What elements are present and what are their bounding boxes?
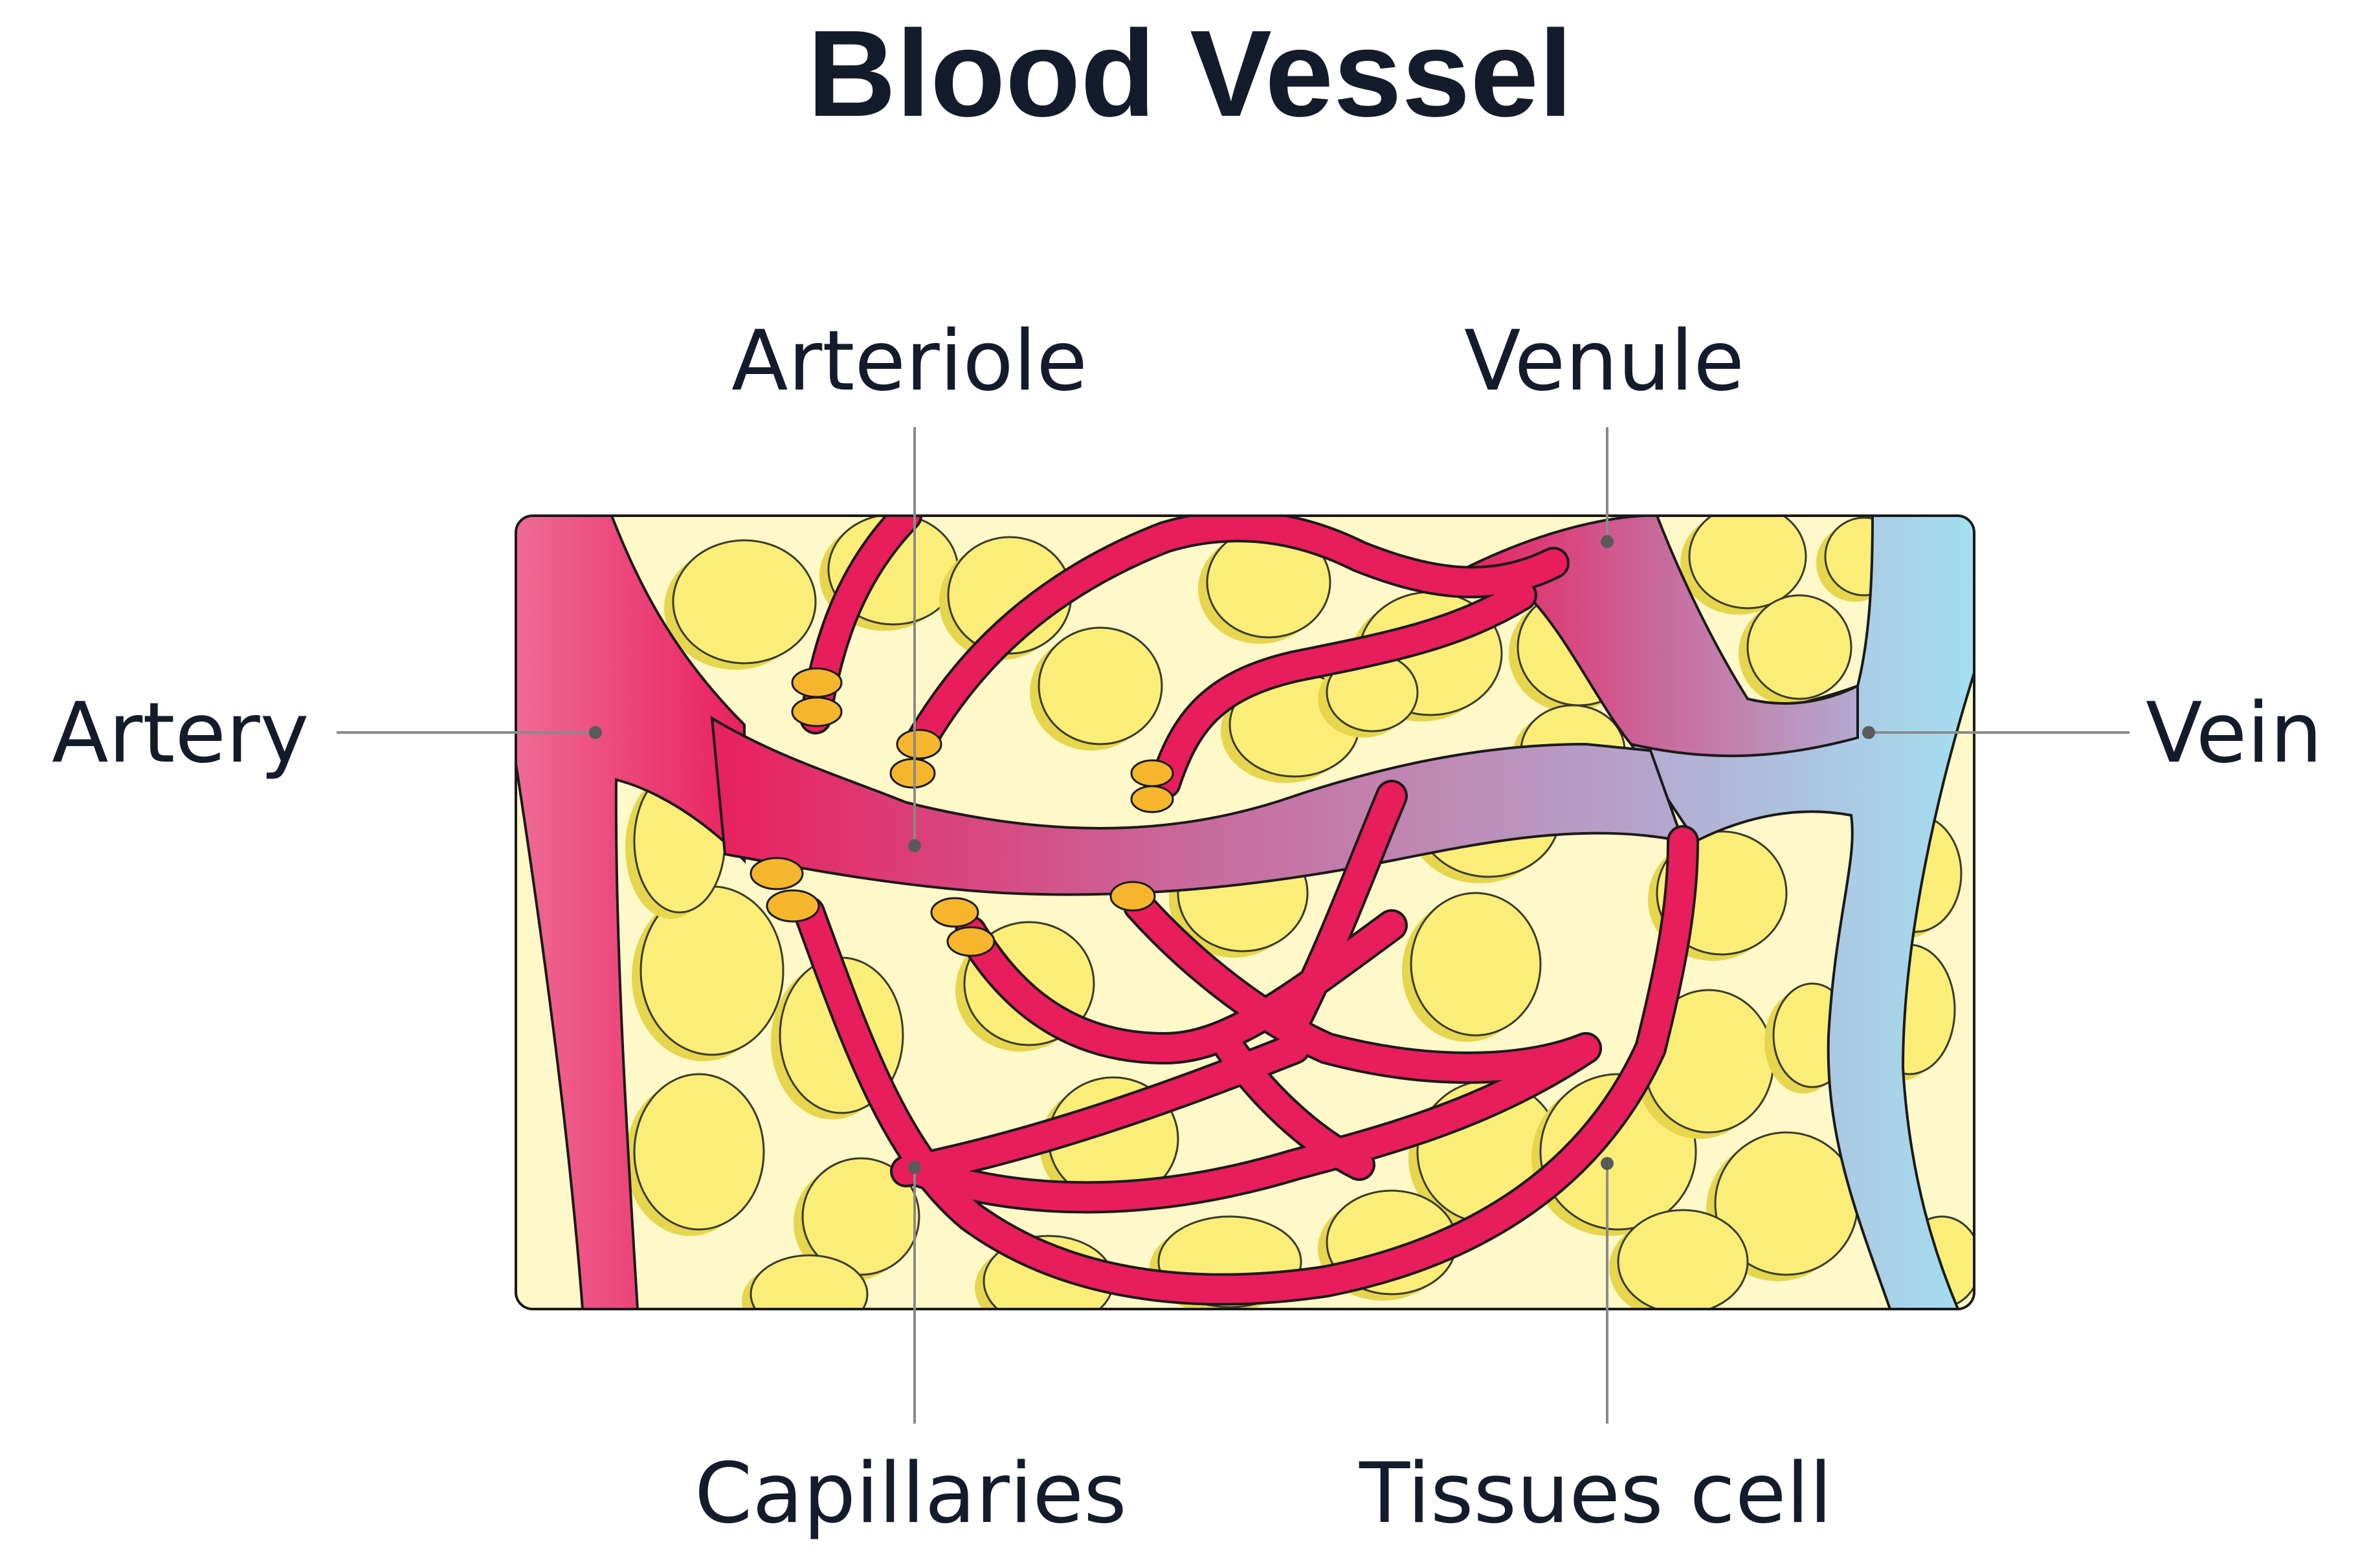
leader-dots (589, 535, 1875, 1174)
tissue-cell (672, 539, 817, 665)
label-arteriole: Arteriole (731, 313, 1087, 410)
capillary-network (793, 516, 1699, 1306)
tissue-cell (750, 1254, 869, 1309)
tissue-cell (1038, 626, 1163, 745)
label-venule: Venule (1464, 313, 1744, 410)
tissue-cell (1617, 1209, 1749, 1309)
leader-lines (337, 427, 2130, 1424)
tissue-cell (801, 1157, 920, 1276)
precapillary-sphincters (750, 667, 1174, 957)
diagram-title: Blood Vessel (807, 5, 1573, 142)
label-tissues-cell: Tissues cell (1359, 1446, 1832, 1542)
tissue-cell (1746, 594, 1852, 700)
tissue-cells (625, 516, 1974, 1309)
label-vein: Vein (2146, 685, 2323, 782)
artery-vessel (516, 516, 746, 1309)
label-capillaries: Capillaries (695, 1446, 1127, 1542)
tissue-cell (1688, 516, 1807, 610)
tissue-cell (1410, 892, 1542, 1037)
label-artery: Artery (52, 685, 309, 782)
tissue-box-border (515, 514, 1975, 1310)
tissue-cell (633, 1073, 765, 1231)
